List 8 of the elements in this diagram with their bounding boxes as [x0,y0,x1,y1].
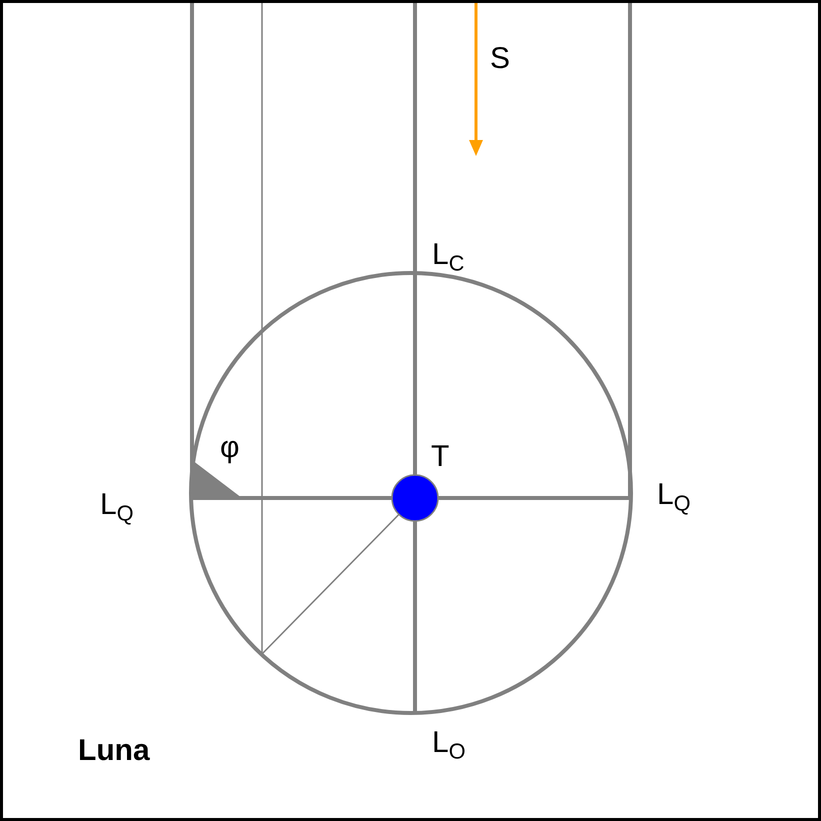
point-label: L$_{Q}$ [657,480,690,514]
sun-label: S [490,44,510,74]
point-label: L$_{C}$ [432,240,464,274]
earth-label: T [431,442,450,472]
moon-label: Luna [78,736,150,766]
angle-label: φ [220,433,240,463]
point-label: L$_{Q}$ [100,490,134,524]
point-label: L$_{O}$ [432,728,466,762]
